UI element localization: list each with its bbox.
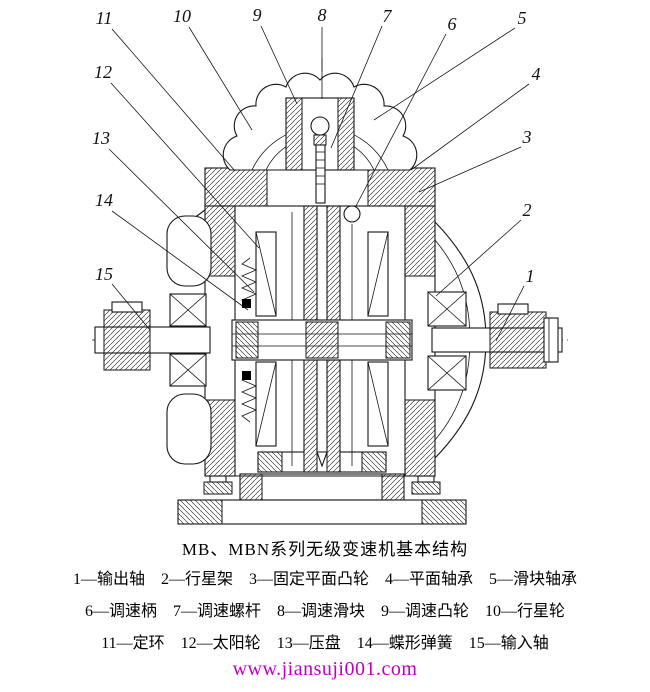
legend-item: 15—输入轴 (468, 635, 549, 652)
planet-carrier-hub (231, 319, 413, 361)
callout-1: 1 (526, 266, 535, 286)
variator-cross-section-drawing: 1 2 3 4 5 6 7 8 9 10 11 12 13 14 15 (92, 5, 568, 525)
callout-10: 10 (173, 6, 191, 26)
callout-9: 9 (253, 5, 262, 25)
callout-5: 5 (518, 8, 527, 28)
legend-item: 9—调速凸轮 (381, 603, 470, 620)
legend-item: 11—定环 (101, 635, 165, 652)
legend-item: 14—蝶形弹簧 (356, 635, 453, 652)
legend-item: 5—滑块轴承 (489, 571, 578, 588)
callout-13: 13 (92, 128, 110, 148)
legend-item: 2—行星架 (160, 571, 233, 588)
legend-item: 10—行星轮 (485, 603, 566, 620)
legend-item: 12—太阳轮 (180, 635, 261, 652)
callout-8: 8 (318, 5, 327, 25)
bearings (169, 291, 467, 391)
legend-item: 6—调速柄 (84, 603, 157, 620)
callout-numbers: 1 2 3 4 5 6 7 8 9 10 11 12 13 14 15 (92, 5, 541, 286)
legend-item: 7—调速螺杆 (172, 603, 261, 620)
disc-springs (240, 257, 258, 423)
parts-legend: 1—输出轴 2—行星架 3—固定平面凸轮 4—平面轴承 5—滑块轴承 6—调速柄… (0, 564, 650, 660)
leader-lines (108, 25, 530, 342)
callout-7: 7 (383, 6, 393, 26)
legend-row: 6—调速柄 7—调速螺杆 8—调速滑块 9—调速凸轮 10—行星轮 (0, 596, 650, 628)
output-shaft (431, 303, 563, 369)
callout-2: 2 (523, 200, 532, 220)
watermark-url: www.jiansuji001.com (232, 658, 418, 680)
legend-row: 1—输出轴 2—行星架 3—固定平面凸轮 4—平面轴承 5—滑块轴承 (0, 564, 650, 596)
legend-row: 11—定环 12—太阳轮 13—压盘 14—蝶形弹簧 15—输入轴 (0, 628, 650, 660)
callout-3: 3 (522, 127, 532, 147)
input-shaft (94, 301, 211, 371)
legend-item: 3—固定平面凸轮 (248, 571, 369, 588)
legend-item: 4—平面轴承 (385, 571, 474, 588)
callout-4: 4 (532, 64, 541, 84)
planet-cone-discs (255, 231, 389, 447)
callout-15: 15 (95, 264, 113, 284)
legend-item: 1—输出轴 (72, 571, 145, 588)
callout-14: 14 (95, 190, 113, 210)
adjust-screw-assembly (285, 97, 361, 223)
figure-caption: MB、MBN系列无级变速机基本结构 (181, 540, 469, 559)
callout-6: 6 (448, 14, 457, 34)
machine-base (177, 451, 467, 525)
legend-item: 8—调速滑块 (276, 603, 365, 620)
callout-12: 12 (94, 62, 112, 82)
callout-11: 11 (96, 8, 113, 28)
legend-item: 13—压盘 (276, 635, 341, 652)
